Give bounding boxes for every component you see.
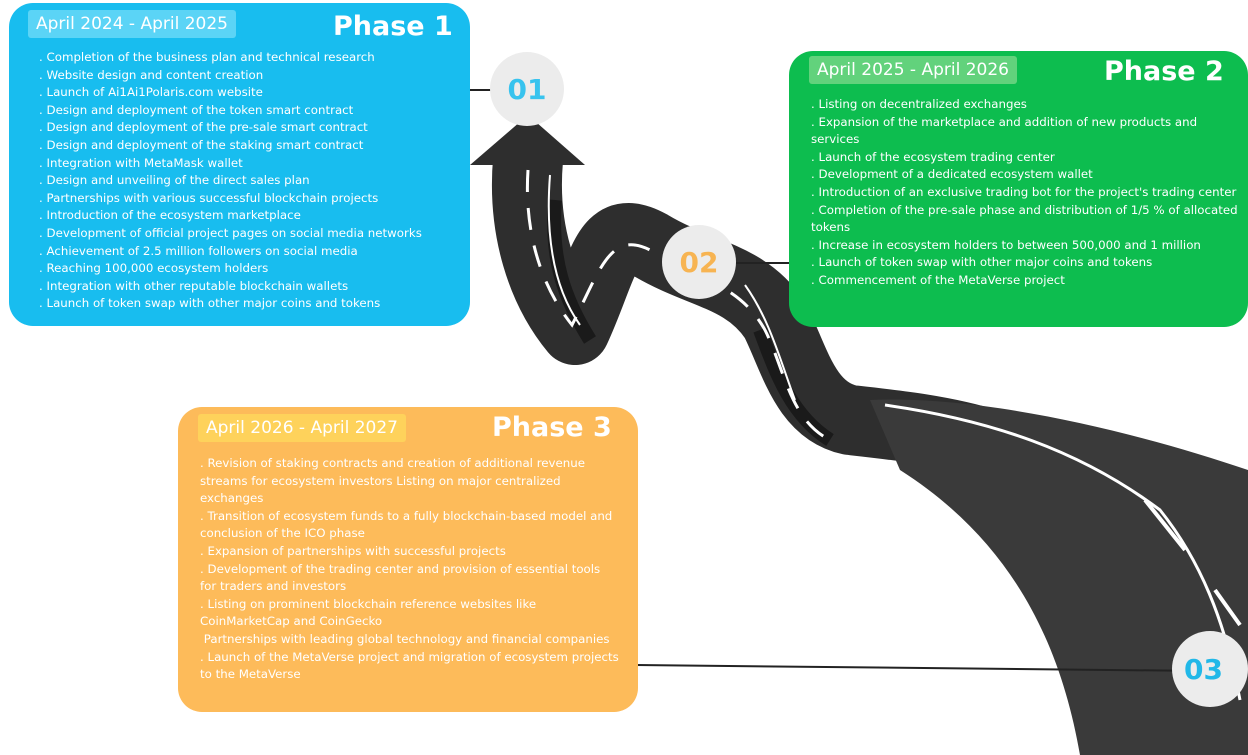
list-item: . Commencement of the MetaVerse project — [811, 272, 1065, 287]
list-item: . Website design and content creation — [39, 67, 264, 82]
road-edge-line — [547, 174, 796, 401]
list-item: . Integration with MetaMask wallet — [39, 155, 243, 170]
list-item: . Partnerships with various successful b… — [39, 190, 379, 205]
list-item: . Development of a dedicated ecosystem w… — [811, 167, 1093, 182]
phase-1-number-marker: 01 — [490, 52, 564, 126]
phase-2-item-list: . Listing on decentralized exchanges . E… — [811, 96, 1241, 290]
list-item: . Introduction of an exclusive trading b… — [811, 184, 1237, 199]
road-edge-line — [884, 403, 1242, 701]
list-item: . Development of official project pages … — [39, 225, 422, 240]
list-item: . Design and deployment of the token sma… — [39, 102, 354, 117]
list-item: . Listing on decentralized exchanges — [811, 97, 1027, 111]
list-item: . Revision of staking contracts and crea… — [200, 456, 589, 506]
list-item: . Integration with other reputable block… — [39, 278, 349, 293]
list-item: . Transition of ecosystem funds to a ful… — [200, 508, 617, 541]
road-edge-line — [1039, 393, 1248, 462]
phase-2-title: Phase 2 — [1104, 56, 1224, 87]
phase-1-card: April 2024 - April 2025 Phase 1 . Comple… — [9, 3, 470, 326]
phase-2-card: April 2025 - April 2026 Phase 2 . Listin… — [789, 51, 1248, 327]
phase-3-number-marker: 03 — [1172, 631, 1248, 707]
road-center-dashes — [1143, 498, 1242, 627]
list-item: . Increase in ecosystem holders to betwe… — [811, 237, 1201, 252]
list-item: Partnerships with leading global technol… — [200, 631, 610, 646]
list-item: . Achievement of 2.5 million followers o… — [39, 243, 358, 258]
list-item: . Launch of token swap with other major … — [811, 255, 1153, 270]
list-item: . Design and deployment of the staking s… — [39, 137, 364, 152]
list-item: . Launch of the ecosystem trading center — [811, 149, 1055, 164]
list-item: . Expansion of the marketplace and addit… — [811, 114, 1201, 147]
connector-line-2 — [735, 262, 791, 264]
road-center-dashes — [525, 169, 831, 442]
list-item: . Completion of the pre-sale phase and d… — [811, 202, 1242, 235]
list-item: . Design and unveiling of the direct sal… — [39, 173, 310, 188]
phase-1-title: Phase 1 — [333, 11, 453, 42]
list-item: . Launch of the MetaVerse project and mi… — [200, 649, 623, 682]
list-item: . Design and deployment of the pre-sale … — [39, 120, 368, 135]
phase-2-number-marker: 02 — [662, 225, 736, 299]
list-item: . Development of the trading center and … — [200, 561, 604, 594]
connector-line-1 — [468, 89, 492, 91]
list-item: . Listing on prominent blockchain refere… — [200, 596, 540, 629]
list-item: . Introduction of the ecosystem marketpl… — [39, 208, 301, 223]
phase-1-item-list: . Completion of the business plan and te… — [39, 49, 469, 313]
phase-3-card: April 2026 - April 2027 Phase 3 . Revisi… — [178, 407, 638, 712]
list-item: . Launch of token swap with other major … — [39, 296, 381, 311]
phase-3-date-range: April 2026 - April 2027 — [198, 414, 406, 442]
road-arrow-head — [470, 115, 585, 165]
phase-1-date-range: April 2024 - April 2025 — [28, 10, 236, 38]
phase-3-item-list: . Revision of staking contracts and crea… — [200, 455, 620, 684]
list-item: . Expansion of partnerships with success… — [200, 543, 506, 558]
phase-3-title: Phase 3 — [492, 412, 612, 443]
list-item: . Reaching 100,000 ecosystem holders — [39, 261, 269, 276]
road-foreground — [870, 399, 1248, 755]
list-item: . Completion of the business plan and te… — [39, 50, 375, 64]
phase-2-date-range: April 2025 - April 2026 — [809, 56, 1017, 84]
list-item: . Launch of Ai1Ai1Polaris.com website — [39, 85, 263, 100]
